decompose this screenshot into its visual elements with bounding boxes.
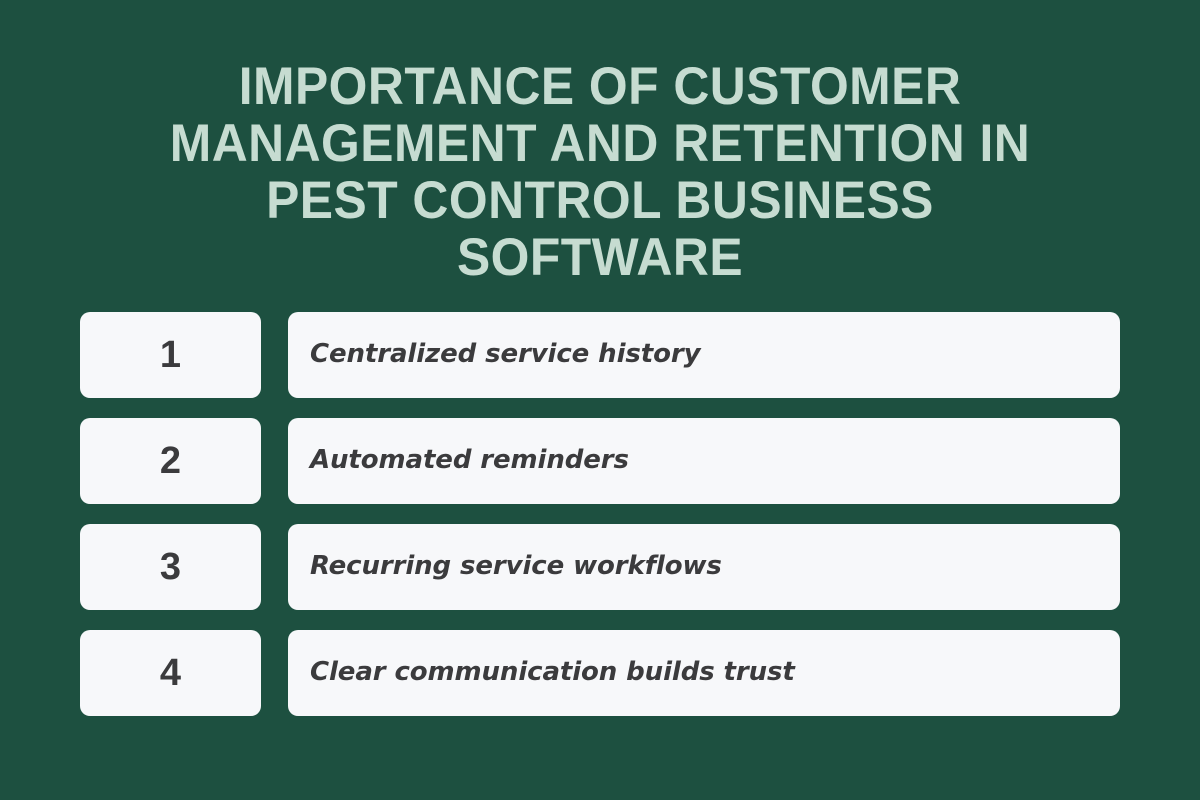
list-item-number-card: 4 xyxy=(80,630,261,716)
list-item-number-card: 3 xyxy=(80,524,261,610)
numbered-list: 1 Centralized service history 2 Automate… xyxy=(80,312,1120,716)
list-item-number: 2 xyxy=(159,440,182,482)
list-item-text-card: Recurring service workflows xyxy=(288,524,1120,610)
list-item-text-card: Automated reminders xyxy=(288,418,1120,504)
list-item: 4 Clear communication builds trust xyxy=(80,630,1120,716)
page-title-line-2: MANAGEMENT AND RETENTION IN xyxy=(169,114,1031,173)
list-item-number: 3 xyxy=(159,546,182,588)
page-title-line-3: PEST CONTROL BUSINESS xyxy=(266,171,934,230)
page-title: IMPORTANCE OF CUSTOMER MANAGEMENT AND RE… xyxy=(0,58,1200,286)
list-item-label: Clear communication builds trust xyxy=(310,657,795,688)
page-title-line-4: SOFTWARE xyxy=(456,228,744,287)
list-item-number: 4 xyxy=(159,652,182,694)
list-item: 2 Automated reminders xyxy=(80,418,1120,504)
list-item-number-card: 2 xyxy=(80,418,261,504)
list-item-number: 1 xyxy=(159,334,182,376)
list-item-number-card: 1 xyxy=(80,312,261,398)
list-item: 1 Centralized service history xyxy=(80,312,1120,398)
list-item-label: Centralized service history xyxy=(310,339,701,370)
list-item-label: Recurring service workflows xyxy=(310,551,722,582)
list-item-text-card: Clear communication builds trust xyxy=(288,630,1120,716)
list-item-label: Automated reminders xyxy=(310,445,629,476)
list-item-text-card: Centralized service history xyxy=(288,312,1120,398)
list-item: 3 Recurring service workflows xyxy=(80,524,1120,610)
page-title-line-1: IMPORTANCE OF CUSTOMER xyxy=(238,57,962,116)
